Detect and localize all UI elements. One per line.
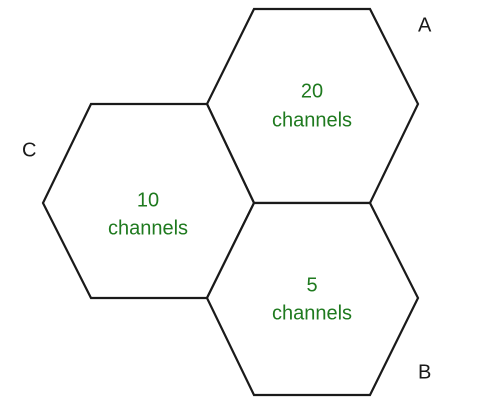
hexagon-cell-b bbox=[205, 201, 420, 397]
cell-b-unit: channels bbox=[272, 302, 352, 324]
cell-b-value: 5 bbox=[306, 274, 317, 296]
cell-c-identifier: C bbox=[22, 139, 36, 161]
cell-a-value: 20 bbox=[301, 80, 323, 102]
cell-a-unit: channels bbox=[272, 109, 352, 131]
cell-c-value: 10 bbox=[137, 189, 159, 211]
cell-a-identifier: A bbox=[418, 14, 432, 36]
cell-b-identifier: B bbox=[418, 361, 431, 383]
cell-c-unit: channels bbox=[108, 217, 188, 239]
